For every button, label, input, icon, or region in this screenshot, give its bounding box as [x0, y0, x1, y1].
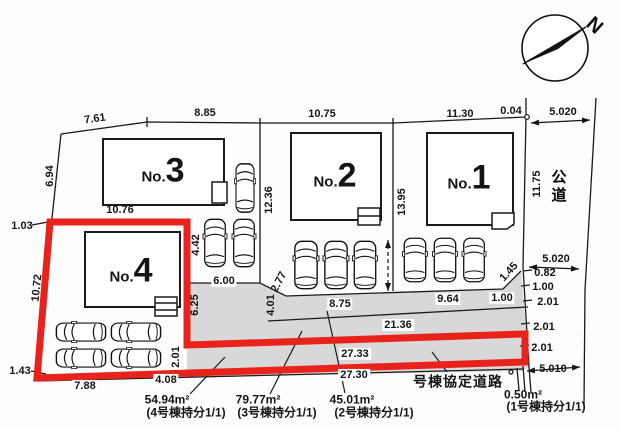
dim-27-33: 27.33	[339, 347, 371, 361]
dim-right-2-01-a: 2.01	[537, 295, 559, 308]
dim-top-5-020: 5.020	[549, 105, 577, 118]
highlight-outline-lot4	[33, 218, 529, 382]
dim-9-64: 9.64	[435, 292, 461, 306]
area-lot3: 79.77m²	[235, 392, 281, 407]
dim-1-00-a: 1.00	[489, 291, 515, 305]
dimension-lines	[385, 117, 591, 374]
dim-right-2-01-b: 2.01	[533, 320, 555, 333]
house-no1-annex	[491, 212, 515, 230]
car-icon	[55, 320, 107, 344]
compass-icon	[521, 14, 589, 82]
dim-right-0-82: 0.82	[534, 266, 556, 279]
house-no2	[290, 132, 382, 221]
dim-12-36: 12.36	[262, 186, 275, 214]
agreement-road-label: 号棟協定道路	[413, 373, 503, 390]
dim-6-00: 6.00	[211, 274, 237, 288]
dim-13-95: 13.95	[395, 188, 408, 216]
dim-right-2-01-c: 2.01	[531, 341, 553, 354]
dim-21-36: 21.36	[382, 318, 414, 332]
dim-bottom-4-08: 4.08	[153, 373, 179, 387]
dim-right-5-020: 5.020	[542, 252, 570, 265]
area-lot4: 54.94m²	[144, 392, 190, 407]
dim-6-25: 6.25	[188, 294, 201, 316]
dim-top-11-30: 11.30	[446, 107, 474, 120]
car-icon	[231, 218, 257, 268]
car-icon	[55, 346, 107, 370]
area-lot1: 0.50m²	[503, 387, 543, 402]
area-lot2: 45.01m²	[329, 392, 375, 407]
dim-left-1-03: 1.03	[11, 219, 33, 232]
dim-left-1-43: 1.43	[9, 364, 31, 377]
house-label-no2: No.2	[313, 156, 357, 195]
dim-right-1-00: 1.00	[532, 280, 554, 293]
dim-27-30: 27.30	[338, 368, 370, 382]
dim-4-01: 4.01	[264, 294, 277, 316]
house-no4-annex	[154, 296, 178, 317]
house-label-no1: No.1	[447, 158, 491, 197]
dim-top-0-04: 0.04	[500, 104, 522, 117]
share-lot1: (1号棟持分1/1)	[506, 399, 586, 414]
dim-left-6-94: 6.94	[43, 165, 56, 187]
car-icon	[351, 240, 379, 290]
dim-8-75: 8.75	[327, 297, 353, 311]
car-icon	[322, 240, 350, 290]
public-road-label: 公道	[549, 169, 567, 205]
car-icon	[110, 346, 162, 370]
house-no3	[102, 138, 225, 206]
car-icon	[110, 320, 162, 344]
car-icon	[431, 237, 459, 283]
dim-bottom-7-88: 7.88	[72, 379, 98, 393]
boundary-point-markers	[508, 114, 530, 375]
house-outlines	[84, 132, 515, 317]
house-label-no4: No.4	[109, 251, 153, 290]
dim-right-11-75: 11.75	[530, 170, 543, 198]
house-no4	[84, 231, 181, 308]
house-no3-annex	[211, 181, 228, 204]
dim-2-01-a: 2.01	[169, 344, 183, 370]
share-lot3: (3号棟持分1/1)	[237, 405, 317, 420]
car-icon	[292, 240, 320, 290]
car-icon	[461, 237, 487, 283]
share-lot2: (2号棟持分1/1)	[334, 405, 414, 420]
house-label-no3: No.3	[141, 151, 185, 190]
car-icon	[401, 237, 429, 283]
car-icon	[233, 163, 257, 213]
share-lot4: (4号棟持分1/1)	[146, 405, 226, 420]
house-no1	[426, 132, 514, 226]
dim-4-42: 4.42	[189, 234, 202, 256]
dim-top-8-85: 8.85	[194, 106, 216, 119]
car-icon	[202, 218, 228, 268]
dim-right-5-010: 5.010	[539, 362, 567, 375]
dim-top-10-75: 10.75	[308, 107, 336, 120]
dim-10-76: 10.76	[106, 203, 134, 216]
